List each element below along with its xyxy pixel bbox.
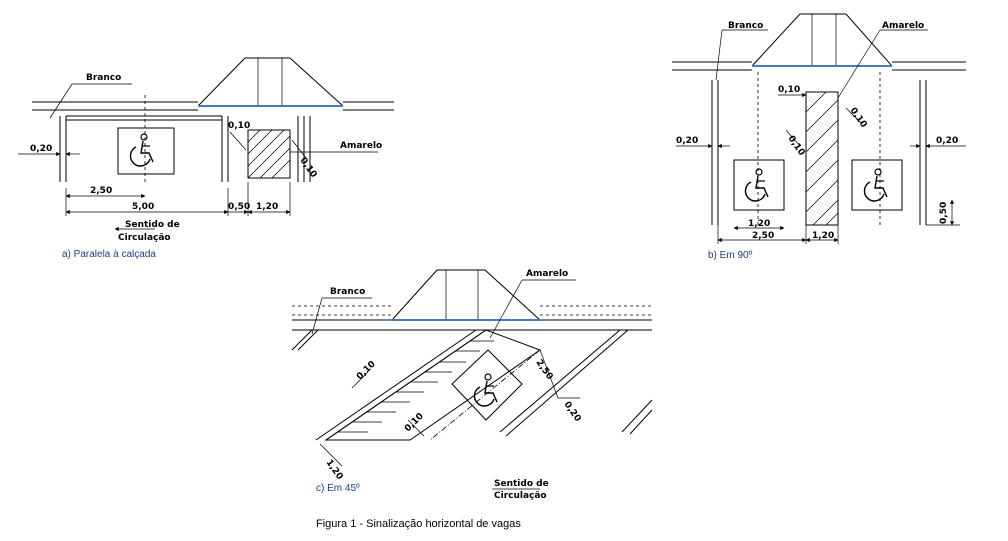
dim-diag-a: 0,10	[298, 156, 319, 180]
dim-stripe-b: 0,10	[778, 85, 800, 95]
dim-end-b: 0,50	[939, 202, 949, 224]
dim-stripe-c: 0,10	[355, 359, 378, 382]
dim-diag-left-b: 0,10	[786, 134, 807, 158]
label-white-b: Branco	[728, 21, 763, 31]
dim-line-c: 0,20	[562, 400, 583, 424]
label-white-c: Branco	[330, 287, 365, 297]
caption-a: a) Paralela à calçada	[62, 249, 156, 260]
dim-space-a: 2,50	[90, 186, 112, 196]
dim-space-c: 2,50	[534, 358, 555, 382]
dim-gap-a: 0,50	[228, 202, 250, 212]
label-yellow-b: Amarelo	[882, 21, 924, 31]
direction-c-line1: Sentido de	[494, 479, 549, 489]
caption-c: c) Em 45º	[316, 483, 360, 494]
dim-line-a: 0,20	[30, 144, 52, 154]
figure-title: Figura 1 - Sinalização horizontal de vag…	[316, 518, 521, 530]
dim-diag-c: 0,10	[403, 411, 426, 434]
direction-a-line1: Sentido de	[125, 220, 180, 230]
dim-symbol-b: 1,20	[748, 219, 770, 229]
direction-a-line2: Circulação	[118, 233, 171, 243]
dim-stripe-a: 0,10	[228, 121, 250, 131]
label-yellow-a: Amarelo	[340, 141, 382, 151]
dim-hatch-a: 1,20	[256, 202, 278, 212]
dim-line-left-b: 0,20	[676, 136, 698, 146]
label-yellow-c: Amarelo	[526, 269, 568, 279]
panel-b: Branco Amarelo 0,20 0,20 0,10 0,10 0,10 …	[672, 13, 966, 261]
dim-line-right-b: 0,20	[936, 136, 958, 146]
panel-c: Branco Amarelo 0,10 2,50 0,20 0,10 1,20 …	[291, 269, 653, 501]
panel-a: Branco Amarelo 0,20 0,10 0,10 2,50 5,00 …	[18, 57, 394, 260]
dim-hatch-c: 1,20	[324, 458, 345, 482]
dim-hatch-b: 1,20	[812, 231, 834, 241]
dim-diag-right-b: 0,10	[848, 106, 869, 130]
dim-space-b: 2,50	[752, 231, 774, 241]
direction-c-line2: Circulação	[494, 491, 547, 501]
caption-b: b) Em 90º	[708, 250, 753, 261]
label-white-a: Branco	[86, 73, 121, 83]
dim-total-a: 5,00	[132, 202, 154, 212]
